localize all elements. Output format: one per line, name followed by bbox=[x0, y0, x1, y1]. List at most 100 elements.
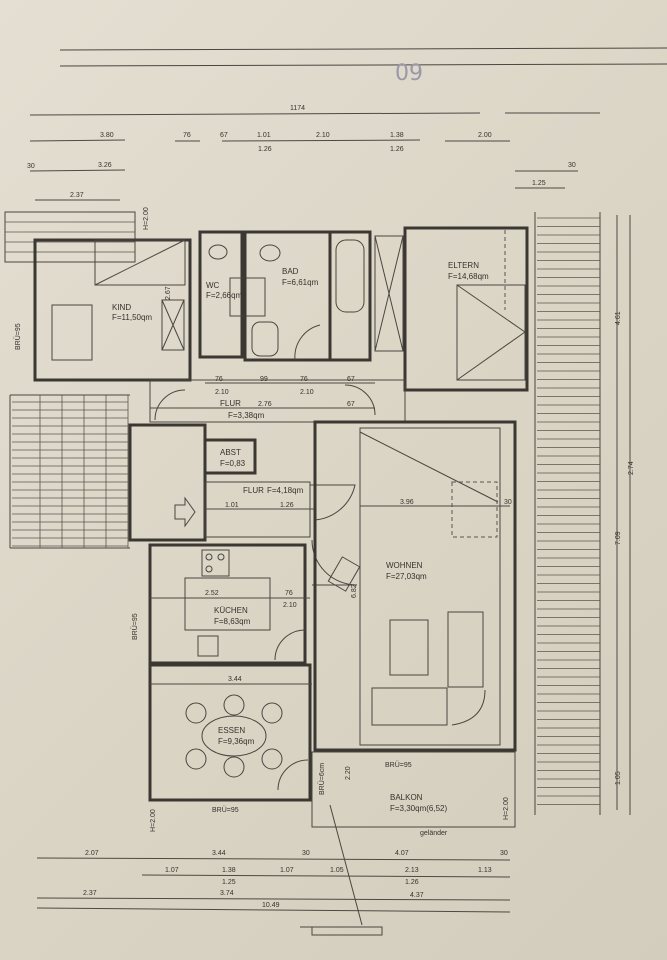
dim-label: 4.61 bbox=[615, 311, 622, 325]
brue-kitchen-label: BRÜ=95 bbox=[131, 613, 139, 640]
sofa-corner bbox=[451, 689, 486, 726]
sofa bbox=[371, 687, 448, 726]
toilet bbox=[259, 244, 281, 262]
dim-label: 1.05 bbox=[615, 771, 622, 785]
room-area-flur-2: F=4,18qm bbox=[267, 486, 304, 495]
door-swing bbox=[310, 484, 356, 521]
door-swing bbox=[311, 539, 358, 586]
dim-label: 1.26 bbox=[390, 146, 404, 153]
room-abst bbox=[203, 438, 257, 475]
room-area-flur-1: F=3,38qm bbox=[228, 411, 265, 420]
room-area-kind: F=11,50qm bbox=[112, 313, 152, 322]
room-name-wohnen: WOHNEN bbox=[386, 561, 423, 570]
dim-label: 1.13 bbox=[478, 867, 492, 874]
dim-label: 76 bbox=[183, 132, 191, 139]
dim-label: 1.07 bbox=[280, 867, 294, 874]
room-name-bad: BAD bbox=[282, 267, 299, 276]
dim-label: 2.37 bbox=[83, 890, 97, 897]
dim-label: 67 bbox=[347, 401, 355, 408]
dim-label: 10.49 bbox=[262, 902, 280, 909]
dim-label: 2.74 bbox=[628, 461, 635, 475]
dim-label: 4.37 bbox=[410, 892, 424, 899]
dim-label: 76 bbox=[285, 590, 293, 597]
left-stair-hatch bbox=[9, 394, 130, 549]
dim-label: 3.44 bbox=[228, 676, 242, 683]
dining-chairs bbox=[185, 694, 283, 778]
room-name-flur-1: FLUR bbox=[220, 399, 241, 408]
brue-essen-label: BRÜ=95 bbox=[212, 806, 239, 814]
dim-label: 2.10 bbox=[316, 132, 330, 139]
dim-label: 3.26 bbox=[98, 162, 112, 169]
right-roof-hatch bbox=[534, 212, 601, 815]
room-kuechen bbox=[148, 543, 307, 665]
room-area-eltern: F=14,68qm bbox=[448, 272, 489, 281]
dim-label: 76 bbox=[300, 376, 308, 383]
dim-label: 2.52 bbox=[205, 590, 219, 597]
cooktop bbox=[201, 549, 230, 577]
dim-label: 3.96 bbox=[400, 499, 414, 506]
h-right-label: H=2.00 bbox=[503, 797, 510, 820]
room-name-essen: ESSEN bbox=[218, 726, 245, 735]
bottom-dimensions: 2.07 3.44 30 4.07 30 1.07 1.38 1.25 1.07… bbox=[36, 804, 511, 936]
door-swing bbox=[277, 759, 309, 791]
dim-label: 6.82 bbox=[351, 584, 358, 598]
room-name-kind: KIND bbox=[112, 303, 131, 312]
dim-label: 3.74 bbox=[220, 890, 234, 897]
dim-label: 2.10 bbox=[283, 602, 297, 609]
coffee-table bbox=[389, 619, 429, 676]
dim-label: 67 bbox=[220, 132, 228, 139]
stair-shaft bbox=[128, 423, 207, 542]
room-area-essen: F=9,36qm bbox=[218, 737, 255, 746]
wardrobe-dashed bbox=[451, 481, 498, 538]
dim-label: 99 bbox=[260, 376, 268, 383]
dim-label: 3.44 bbox=[212, 850, 226, 857]
sink bbox=[197, 635, 219, 657]
bathtub-enclosure bbox=[328, 230, 372, 362]
frame-line-top bbox=[59, 47, 667, 51]
room-area-wohnen: F=27,03qm bbox=[386, 572, 427, 581]
room-wohnen bbox=[313, 420, 517, 752]
dim-label: 2.20 bbox=[345, 766, 352, 780]
room-name-wc: WC bbox=[206, 281, 220, 290]
dim-label: 7.09 bbox=[615, 531, 622, 545]
room-name-abst: ABST bbox=[220, 448, 241, 457]
dim-label: 1.01 bbox=[257, 132, 271, 139]
dim-label: 2.10 bbox=[215, 389, 229, 396]
brue-wohnen-label: BRÜ=95 bbox=[385, 761, 412, 769]
door-swing bbox=[274, 629, 306, 661]
dim-label: 1.26 bbox=[405, 879, 419, 886]
room-name-balkon: BALKON bbox=[390, 793, 423, 802]
dim-label: 2.13 bbox=[405, 867, 419, 874]
dim-label: 2.00 bbox=[478, 132, 492, 139]
dim-label: 3.80 bbox=[100, 132, 114, 139]
dim-label: 1.07 bbox=[165, 867, 179, 874]
dim-label: 1.25 bbox=[222, 879, 236, 886]
bed bbox=[94, 239, 186, 286]
room-essen bbox=[148, 663, 312, 802]
ground-hatch bbox=[311, 926, 383, 936]
toilet bbox=[208, 244, 228, 260]
dim-label: 1.01 bbox=[225, 502, 239, 509]
room-area-wc: F=2,66qm bbox=[206, 291, 243, 300]
dim-label: 2.67 bbox=[165, 286, 172, 300]
dim-label: 30 bbox=[568, 162, 576, 169]
room-balkon bbox=[311, 751, 516, 828]
dim-label: 30 bbox=[302, 850, 310, 857]
room-name-flur-2: FLUR bbox=[243, 486, 264, 495]
wardrobe bbox=[161, 299, 185, 351]
door-swing bbox=[344, 384, 376, 416]
closet bbox=[374, 235, 404, 352]
door-swing bbox=[294, 324, 321, 361]
frame-line-top-inner bbox=[59, 63, 667, 67]
room-area-kuechen: F=8,63qm bbox=[214, 617, 251, 626]
room-bad bbox=[243, 230, 332, 362]
door-swing bbox=[154, 389, 186, 421]
armchair bbox=[327, 556, 361, 592]
dim-label: 30 bbox=[27, 163, 35, 170]
room-name-kuechen: KÜCHEN bbox=[214, 606, 248, 615]
dim-label: 4.07 bbox=[395, 850, 409, 857]
dining-table bbox=[201, 715, 267, 757]
dim-label: 2.10 bbox=[300, 389, 314, 396]
room-eltern bbox=[403, 226, 529, 392]
